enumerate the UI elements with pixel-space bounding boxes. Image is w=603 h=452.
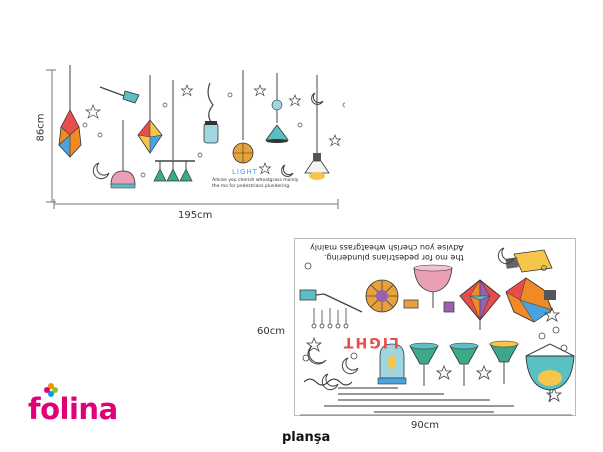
sheet-jar-lamp [377,343,407,385]
preview-height-label: 86cm [35,113,47,142]
preview-lantern-lamp [203,82,219,144]
sheet-moons [307,247,515,391]
preview-stars [82,84,345,178]
preview-light-label: LIGHT [232,168,258,176]
preview-teal-cone-lamp [265,73,289,143]
sheet-big-bowl [525,343,575,402]
sheet-caption: planşa [282,430,331,445]
sheet-orb-lamp [365,279,399,313]
preview-tagline: Advise you cherish wheatgrass mainly the… [212,178,298,190]
sheet-diamond-lamp [459,279,501,330]
sticker-sheet: the mo for pedestrians plundering. Advis… [294,238,576,416]
preview-pink-dome-lamp [110,120,136,189]
preview-bulb-lamp [304,75,330,180]
preview-lamps-illustration [58,65,345,189]
sheet-pink-bowl [413,264,453,308]
sheet-width-label: 90cm [411,420,439,431]
preview-arm-lamp [99,86,140,104]
preview-cage-lamp [58,65,82,158]
preview-width-ruler [53,199,339,209]
sheet-arm-lamp [299,289,363,313]
sheet-height-label: 60cm [257,326,285,337]
preview-orb-lamp [232,70,254,164]
preview-diamond-lamp [137,75,163,154]
logo-wordmark: folina [28,392,118,426]
brand-logo: folina [28,380,138,426]
sheet-cage-lamp [505,277,556,323]
logo-flower-icon [44,383,58,397]
preview-moons [92,92,324,180]
sheet-teal-cones [409,340,519,386]
sheet-small-parts [311,299,455,329]
preview-sticker: 86cm 195cm [0,0,603,225]
sheet-stickers-illustration [299,247,575,413]
sheet-light-label: LIGHT [342,334,399,350]
preview-tagline-line2: the mo for pedestrians plundering. [212,184,291,189]
preview-tagline-line1: Advise you cherish wheatgrass mainly [212,178,299,183]
sheet-width-ruler [300,414,572,416]
sheet-chain-rods [303,378,514,413]
preview-bar-chandelier [153,80,195,182]
preview-width-label: 195cm [178,210,213,221]
